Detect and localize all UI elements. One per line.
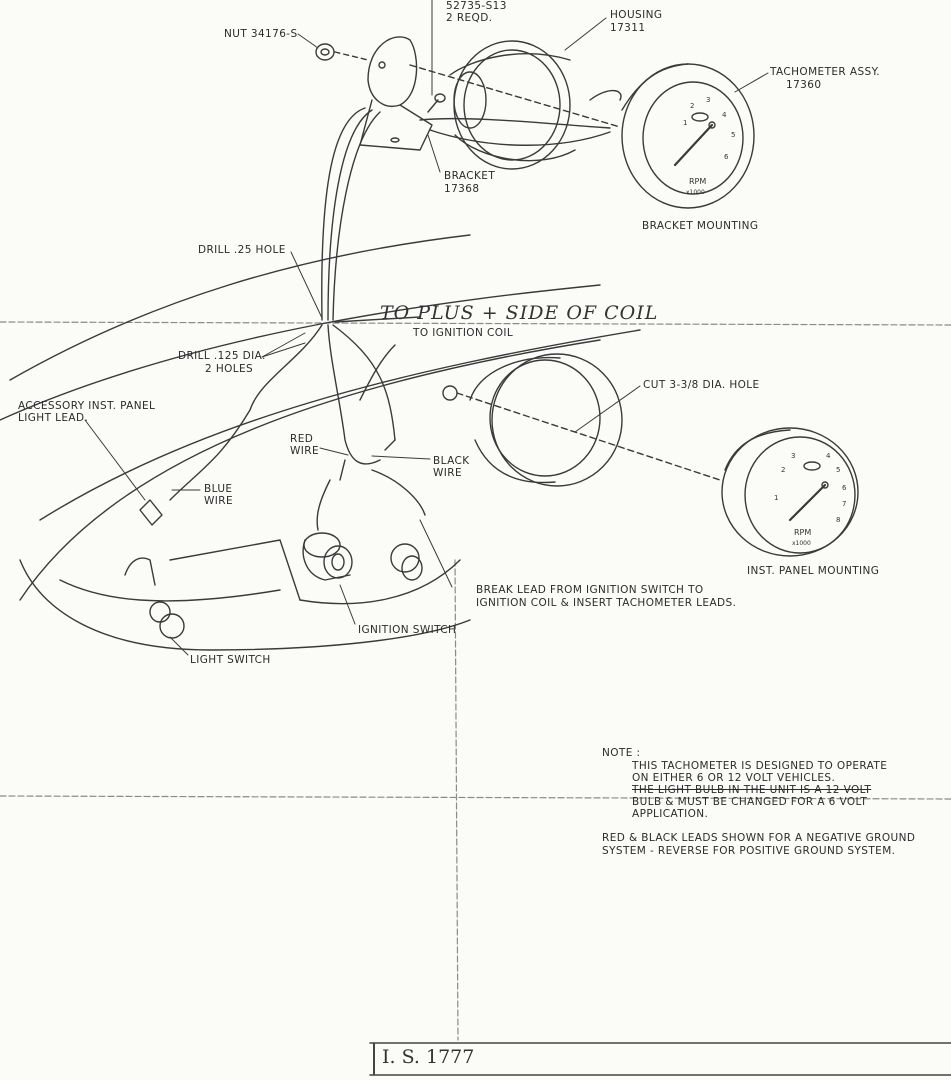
label-part-52735: 52735-S13 <box>446 0 507 12</box>
note-line: SYSTEM - REVERSE FOR POSITIVE GROUND SYS… <box>602 845 896 857</box>
label-black-wire-1: BLACK <box>433 455 470 467</box>
footer-box <box>373 1043 495 1075</box>
tick-label: 1 <box>683 119 687 127</box>
label-red-wire-1: RED <box>290 433 314 445</box>
label-inst-panel-mounting: INST. PANEL MOUNTING <box>747 565 880 577</box>
label-to-ignition-coil: TO IGNITION COIL <box>413 327 514 339</box>
tick-label: 2 <box>781 466 785 474</box>
note-line: APPLICATION. <box>632 808 709 820</box>
label-cut-hole: CUT 3-3/8 DIA. HOLE <box>643 379 760 391</box>
rpm-multiplier: x1000 <box>792 540 811 547</box>
coil-lead <box>334 316 421 323</box>
label-drill-125-qty: 2 HOLES <box>205 363 254 375</box>
tachometer-panel <box>721 427 859 557</box>
label-accessory-1: ACCESSORY INST. PANEL <box>18 400 156 412</box>
label-light-switch: LIGHT SWITCH <box>190 654 271 666</box>
ignition-switch <box>302 532 353 581</box>
note-line: THIS TACHOMETER IS DESIGNED TO OPERATE <box>632 760 888 772</box>
label-housing: HOUSING <box>610 9 663 21</box>
tick-label: 7 <box>842 500 846 508</box>
panel-housing <box>469 353 623 487</box>
label-bracket-mounting: BRACKET MOUNTING <box>642 220 759 232</box>
panel-nut <box>442 385 458 401</box>
screw-52735 <box>427 93 446 113</box>
tick-label: 3 <box>791 452 795 460</box>
tick-label: 5 <box>731 131 735 139</box>
knob <box>390 543 423 581</box>
housing-17311 <box>449 40 576 170</box>
label-blue-wire-1: BLUE <box>204 483 233 495</box>
label-bracket: BRACKET <box>444 170 496 182</box>
tick-label: 1 <box>774 494 778 502</box>
label-ignition-switch: IGNITION SWITCH <box>358 624 457 636</box>
label-tach-assy-no: 17360 <box>786 79 822 91</box>
label-black-wire-2: WIRE <box>433 467 463 479</box>
handwritten-note: TO PLUS + SIDE OF COIL <box>380 302 659 324</box>
nut-34176s <box>315 43 335 61</box>
note-line-struck: THE LIGHT BULB IN THE UNIT IS A 12 VOLT <box>632 784 872 796</box>
label-housing-no: 17311 <box>610 22 646 34</box>
note-line: ON EITHER 6 OR 12 VOLT VEHICLES. <box>632 772 836 784</box>
note-line: RED & BLACK LEADS SHOWN FOR A NEGATIVE G… <box>602 832 916 844</box>
rpm-label: RPM <box>794 528 811 537</box>
label-break-lead-2: IGNITION COIL & INSERT TACHOMETER LEADS. <box>476 597 737 609</box>
tick-label: 3 <box>706 96 710 104</box>
label-red-wire-2: WIRE <box>290 445 320 457</box>
label-break-lead-1: BREAK LEAD FROM IGNITION SWITCH TO <box>476 584 704 596</box>
tick-label: 5 <box>836 466 840 474</box>
dial-panel-tach: 1 2 3 4 5 6 7 8 RPM x1000 <box>774 452 847 547</box>
label-part-qty: 2 REQD. <box>446 12 493 24</box>
note-title: NOTE : <box>602 747 641 759</box>
tachometer-assy-17360 <box>621 63 755 209</box>
leader-lines <box>84 0 769 656</box>
label-tach-assy: TACHOMETER ASSY. <box>770 66 881 78</box>
rpm-label: RPM <box>689 177 706 186</box>
tick-label: 4 <box>826 452 831 460</box>
tick-label: 6 <box>724 153 729 161</box>
label-nut: NUT 34176-S <box>224 28 298 40</box>
accessory-connector <box>124 499 163 586</box>
rpm-multiplier: x1000 <box>686 189 705 196</box>
tick-label: 4 <box>722 111 727 119</box>
tachometer-wire-harness <box>169 107 426 531</box>
bracket-17368 <box>359 36 433 151</box>
label-blue-wire-2: WIRE <box>204 495 234 507</box>
light-switch <box>149 601 185 639</box>
label-drill-25: DRILL .25 HOLE <box>198 244 286 256</box>
tick-label: 6 <box>842 484 847 492</box>
tick-label: 8 <box>836 516 840 524</box>
label-accessory-2: LIGHT LEAD. <box>18 412 89 424</box>
fold-lines <box>0 321 951 1041</box>
dial-bracket-tach: 1 2 3 4 5 6 RPM x1000 <box>683 96 735 196</box>
label-bracket-no: 17368 <box>444 183 480 195</box>
instruction-sheet-code: I. S. 1777 <box>382 1046 475 1068</box>
tick-label: 2 <box>690 102 694 110</box>
dashboard-outline <box>0 234 641 651</box>
note-line: BULB & MUST BE CHANGED FOR A 6 VOLT <box>632 796 868 808</box>
label-drill-125: DRILL .125 DIA. <box>178 350 266 362</box>
